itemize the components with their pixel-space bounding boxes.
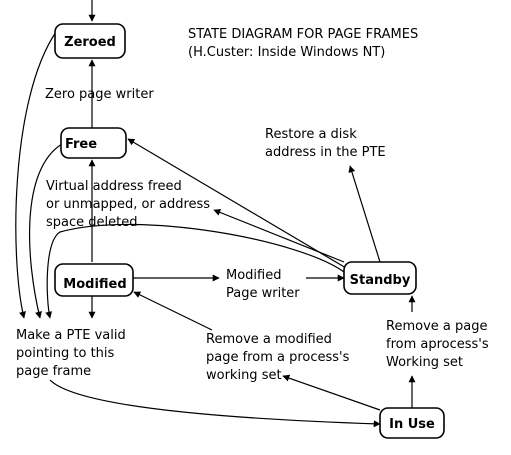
- state-in-use: In Use: [379, 407, 445, 439]
- edge-pte-valid-to-in-use: [49, 379, 381, 428]
- label-remove-modified-line-3: working set: [206, 368, 282, 383]
- state-modified-label: Modified: [63, 277, 126, 292]
- label-remove-page-line-1: Remove a page: [386, 319, 487, 334]
- edge-zeroed-to-pte-valid: [15, 31, 57, 319]
- label-remove-page-line-2: from aprocess's: [386, 337, 489, 352]
- diagram-subtitle: (H.Custer: Inside Windows NT): [188, 45, 385, 60]
- edge-free-to-pte-valid: [29, 143, 63, 319]
- edge-standby-to-restore: [348, 165, 381, 263]
- edge-remove-modified-to-modified: [133, 291, 213, 331]
- label-freed-line-2: or unmapped, or address: [46, 197, 210, 212]
- state-free-label: Free: [65, 137, 97, 152]
- state-standby: Standby: [343, 261, 417, 295]
- label-remove-modified-line-1: Remove a modified: [206, 332, 332, 347]
- label-restore-line-1: Restore a disk: [265, 127, 357, 142]
- state-standby-label: Standby: [350, 273, 411, 288]
- edge-in-use-to-remove-modified: [282, 374, 381, 411]
- state-zeroed-label: Zeroed: [64, 35, 116, 50]
- state-in-use-label: In Use: [389, 417, 435, 432]
- label-zero-page-writer: Zero page writer: [45, 87, 154, 102]
- label-modified-pw-line-1: Modified: [226, 268, 281, 283]
- label-pte-valid-line-3: page frame: [16, 364, 91, 379]
- label-freed-line-3: space deleted: [46, 215, 137, 230]
- label-freed-line-1: Virtual address freed: [46, 179, 182, 194]
- label-pte-valid-line-2: pointing to this: [16, 346, 115, 361]
- state-modified: Modified: [54, 263, 134, 297]
- state-zeroed: Zeroed: [54, 23, 126, 59]
- state-free: Free: [60, 127, 127, 159]
- edge-standby-to-freed: [213, 209, 345, 263]
- label-restore-line-2: address in the PTE: [265, 145, 386, 160]
- label-remove-page-line-3: Working set: [386, 355, 463, 370]
- diagram-title: STATE DIAGRAM FOR PAGE FRAMES: [188, 27, 418, 42]
- edge-standby-to-pte-valid: [45, 223, 345, 319]
- label-modified-pw-line-2: Page writer: [226, 286, 300, 301]
- label-remove-modified-line-2: page from a process's: [206, 350, 350, 365]
- label-pte-valid-line-1: Make a PTE valid: [16, 328, 126, 343]
- edge-standby-to-free: [127, 138, 347, 269]
